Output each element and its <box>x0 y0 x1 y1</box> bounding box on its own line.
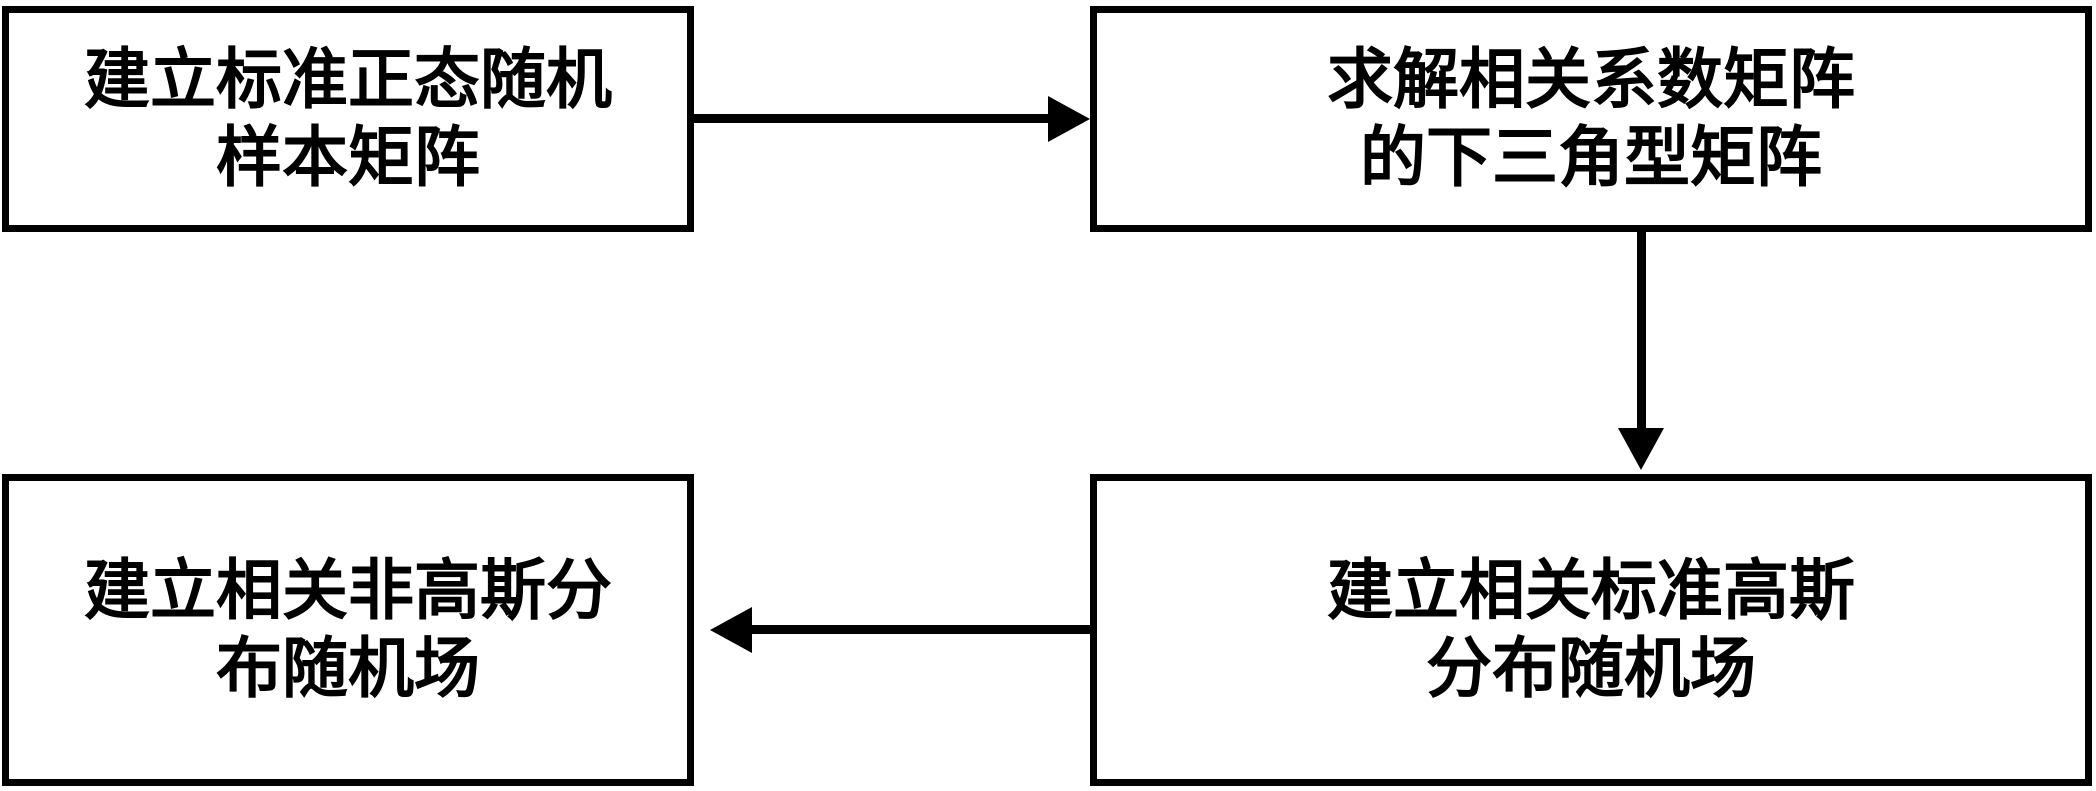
node-label: 建立标准正态随机 样本矩阵 <box>84 40 612 196</box>
node-label: 建立相关非高斯分 布随机场 <box>84 551 612 707</box>
flowchart-node-correlated-non-gaussian-random-field[interactable]: 建立相关非高斯分 布随机场 <box>2 474 694 786</box>
flowchart-node-standard-normal-sample-matrix[interactable]: 建立标准正态随机 样本矩阵 <box>2 6 694 232</box>
arrow-line-topright-to-bottomright <box>1637 232 1646 432</box>
arrow-line-topleft-to-topright <box>694 114 1052 123</box>
flowchart-node-correlation-coefficient-lower-triangular-matrix[interactable]: 求解相关系数矩阵 的下三角型矩阵 <box>1090 6 2092 232</box>
arrow-line-bottomright-to-bottomleft <box>752 625 1090 634</box>
flowchart-node-correlated-standard-gaussian-random-field[interactable]: 建立相关标准高斯 分布随机场 <box>1090 474 2092 786</box>
arrow-head-left-icon <box>710 607 752 653</box>
arrow-head-right-icon <box>1048 96 1090 142</box>
node-label: 求解相关系数矩阵 的下三角型矩阵 <box>1327 40 1855 196</box>
node-label: 建立相关标准高斯 分布随机场 <box>1327 551 1855 707</box>
arrow-head-down-icon <box>1618 428 1664 470</box>
